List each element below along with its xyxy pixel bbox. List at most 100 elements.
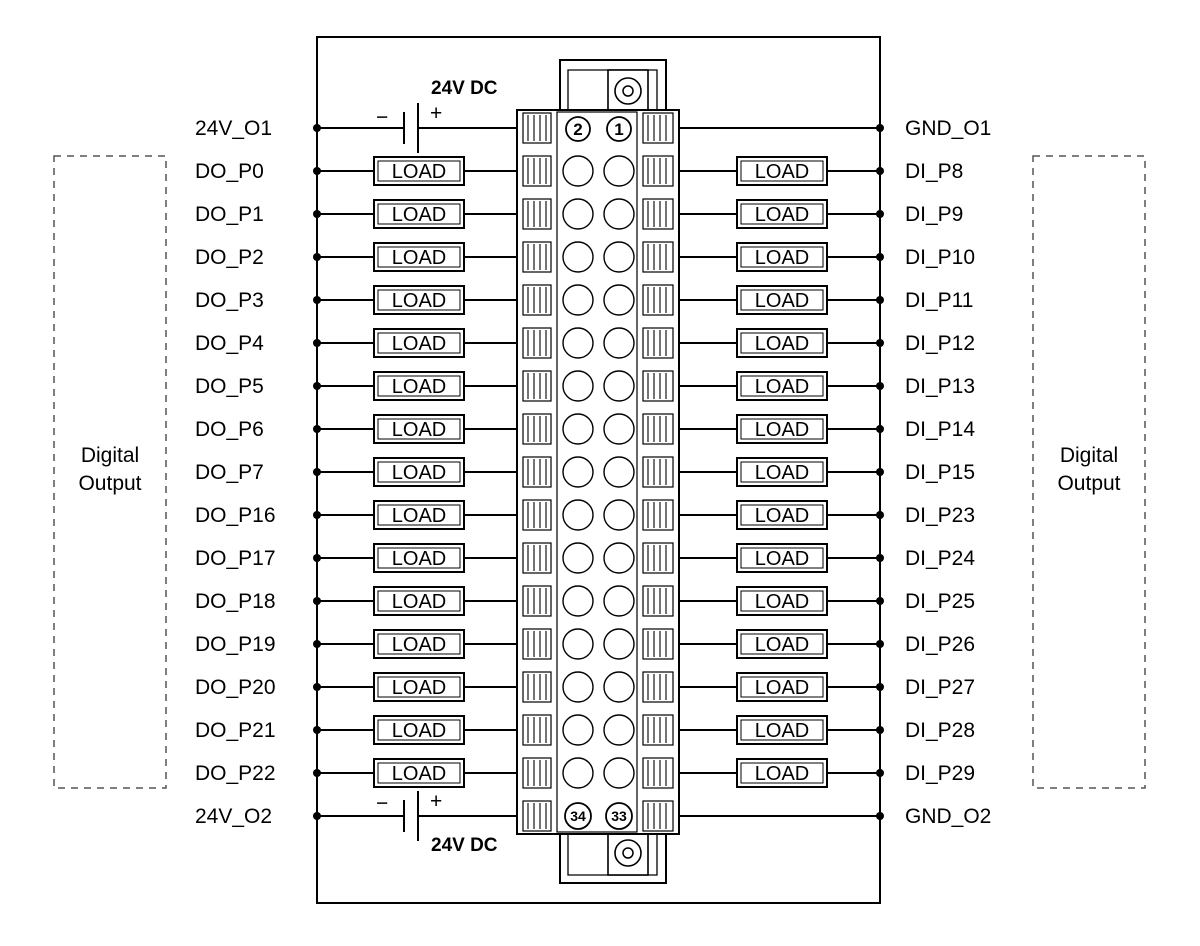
load-box: LOAD xyxy=(736,543,828,573)
load-box: LOAD xyxy=(373,500,465,530)
load-box: LOAD xyxy=(736,500,828,530)
load-box: LOAD xyxy=(736,371,828,401)
bottom-plus-sign: + xyxy=(430,790,442,813)
right-pin-label: DI_P10 xyxy=(905,246,975,269)
terminal-hole xyxy=(562,413,594,445)
terminal-rib xyxy=(522,671,552,703)
load-label: LOAD xyxy=(392,161,446,183)
terminal-hole xyxy=(603,198,635,230)
load-label: LOAD xyxy=(755,376,809,398)
right-pin-label: GND_O2 xyxy=(905,805,991,828)
right-pin-label: GND_O1 xyxy=(905,117,991,140)
load-box: LOAD xyxy=(373,629,465,659)
top-minus-sign: − xyxy=(376,106,388,129)
right-pin-label: DI_P26 xyxy=(905,633,975,656)
load-label: LOAD xyxy=(392,333,446,355)
load-box: LOAD xyxy=(373,457,465,487)
terminal-hole xyxy=(603,370,635,402)
load-box: LOAD xyxy=(373,586,465,616)
left-pin-label: DO_P6 xyxy=(195,418,264,441)
terminal-hole xyxy=(562,628,594,660)
left-pin-label: DO_P19 xyxy=(195,633,276,656)
terminal-rib xyxy=(642,413,674,445)
left-pin-label: DO_P7 xyxy=(195,461,264,484)
load-box: LOAD xyxy=(736,242,828,272)
terminal-rib xyxy=(642,671,674,703)
right-pin-label: DI_P14 xyxy=(905,418,975,441)
left-junction-dot xyxy=(313,124,321,132)
load-box: LOAD xyxy=(736,457,828,487)
left-pin-label: DO_P17 xyxy=(195,547,276,570)
terminal-hole xyxy=(603,542,635,574)
left-pin-label: DO_P20 xyxy=(195,676,276,699)
terminal-rib xyxy=(642,714,674,746)
terminal-rib xyxy=(522,714,552,746)
load-box: LOAD xyxy=(373,414,465,444)
load-box: LOAD xyxy=(736,156,828,186)
terminal-rib xyxy=(642,542,674,574)
terminal-hole xyxy=(603,284,635,316)
right-pin-label: DI_P27 xyxy=(905,676,975,699)
load-label: LOAD xyxy=(755,677,809,699)
load-box: LOAD xyxy=(373,672,465,702)
bottom-power-supply: − + 24V DC xyxy=(317,790,517,856)
bottom-latch xyxy=(559,832,667,884)
load-label: LOAD xyxy=(392,204,446,226)
load-box: LOAD xyxy=(736,586,828,616)
terminal-rib xyxy=(642,370,674,402)
load-label: LOAD xyxy=(755,419,809,441)
load-label: LOAD xyxy=(755,720,809,742)
load-box: LOAD xyxy=(736,199,828,229)
right-pin-label: DI_P13 xyxy=(905,375,975,398)
right-pin-label: DI_P11 xyxy=(905,289,974,312)
load-box: LOAD xyxy=(373,328,465,358)
load-label: LOAD xyxy=(755,204,809,226)
terminal-hole xyxy=(562,671,594,703)
load-box: LOAD xyxy=(736,414,828,444)
terminal-rib xyxy=(522,456,552,488)
terminal-rib xyxy=(642,155,674,187)
terminal-hole xyxy=(603,413,635,445)
load-label: LOAD xyxy=(392,677,446,699)
load-box: LOAD xyxy=(373,156,465,186)
terminal-hole xyxy=(603,757,635,789)
left-pin-label: DO_P5 xyxy=(195,375,264,398)
left-pin-label: DO_P2 xyxy=(195,246,264,269)
terminal-hole xyxy=(562,155,594,187)
load-label: LOAD xyxy=(392,462,446,484)
terminal-hole xyxy=(562,542,594,574)
load-label: LOAD xyxy=(755,462,809,484)
terminal-rib xyxy=(642,757,674,789)
load-label: LOAD xyxy=(392,634,446,656)
left-pin-label: 24V_O2 xyxy=(195,805,272,828)
terminal-rib xyxy=(522,499,552,531)
terminal-rib xyxy=(522,112,552,144)
load-label: LOAD xyxy=(755,634,809,656)
terminal-hole xyxy=(603,456,635,488)
terminal-rib xyxy=(522,413,552,445)
terminal-rib xyxy=(522,155,552,187)
terminal-rib xyxy=(522,241,552,273)
left-pin-label: 24V_O1 xyxy=(195,117,272,140)
left-pin-label: DO_P1 xyxy=(195,203,264,226)
terminal-hole xyxy=(562,198,594,230)
terminal-hole xyxy=(562,714,594,746)
terminal-rib xyxy=(642,327,674,359)
pin-marker-34-label: 34 xyxy=(570,808,586,824)
right-junction-dot xyxy=(876,124,884,132)
bottom-minus-sign: − xyxy=(376,792,388,815)
load-label: LOAD xyxy=(392,763,446,785)
top-power-supply: − + 24V DC xyxy=(317,78,517,153)
terminal-hole xyxy=(603,499,635,531)
left-pin-label: DO_P22 xyxy=(195,762,276,785)
top-24v-dc-label: 24V DC xyxy=(431,78,498,99)
top-latch xyxy=(559,59,667,112)
terminal-rib xyxy=(522,585,552,617)
load-label: LOAD xyxy=(392,419,446,441)
terminal-hole xyxy=(603,155,635,187)
bottom-24v-dc-label: 24V DC xyxy=(431,835,498,856)
right-pin-label: DI_P28 xyxy=(905,719,975,742)
